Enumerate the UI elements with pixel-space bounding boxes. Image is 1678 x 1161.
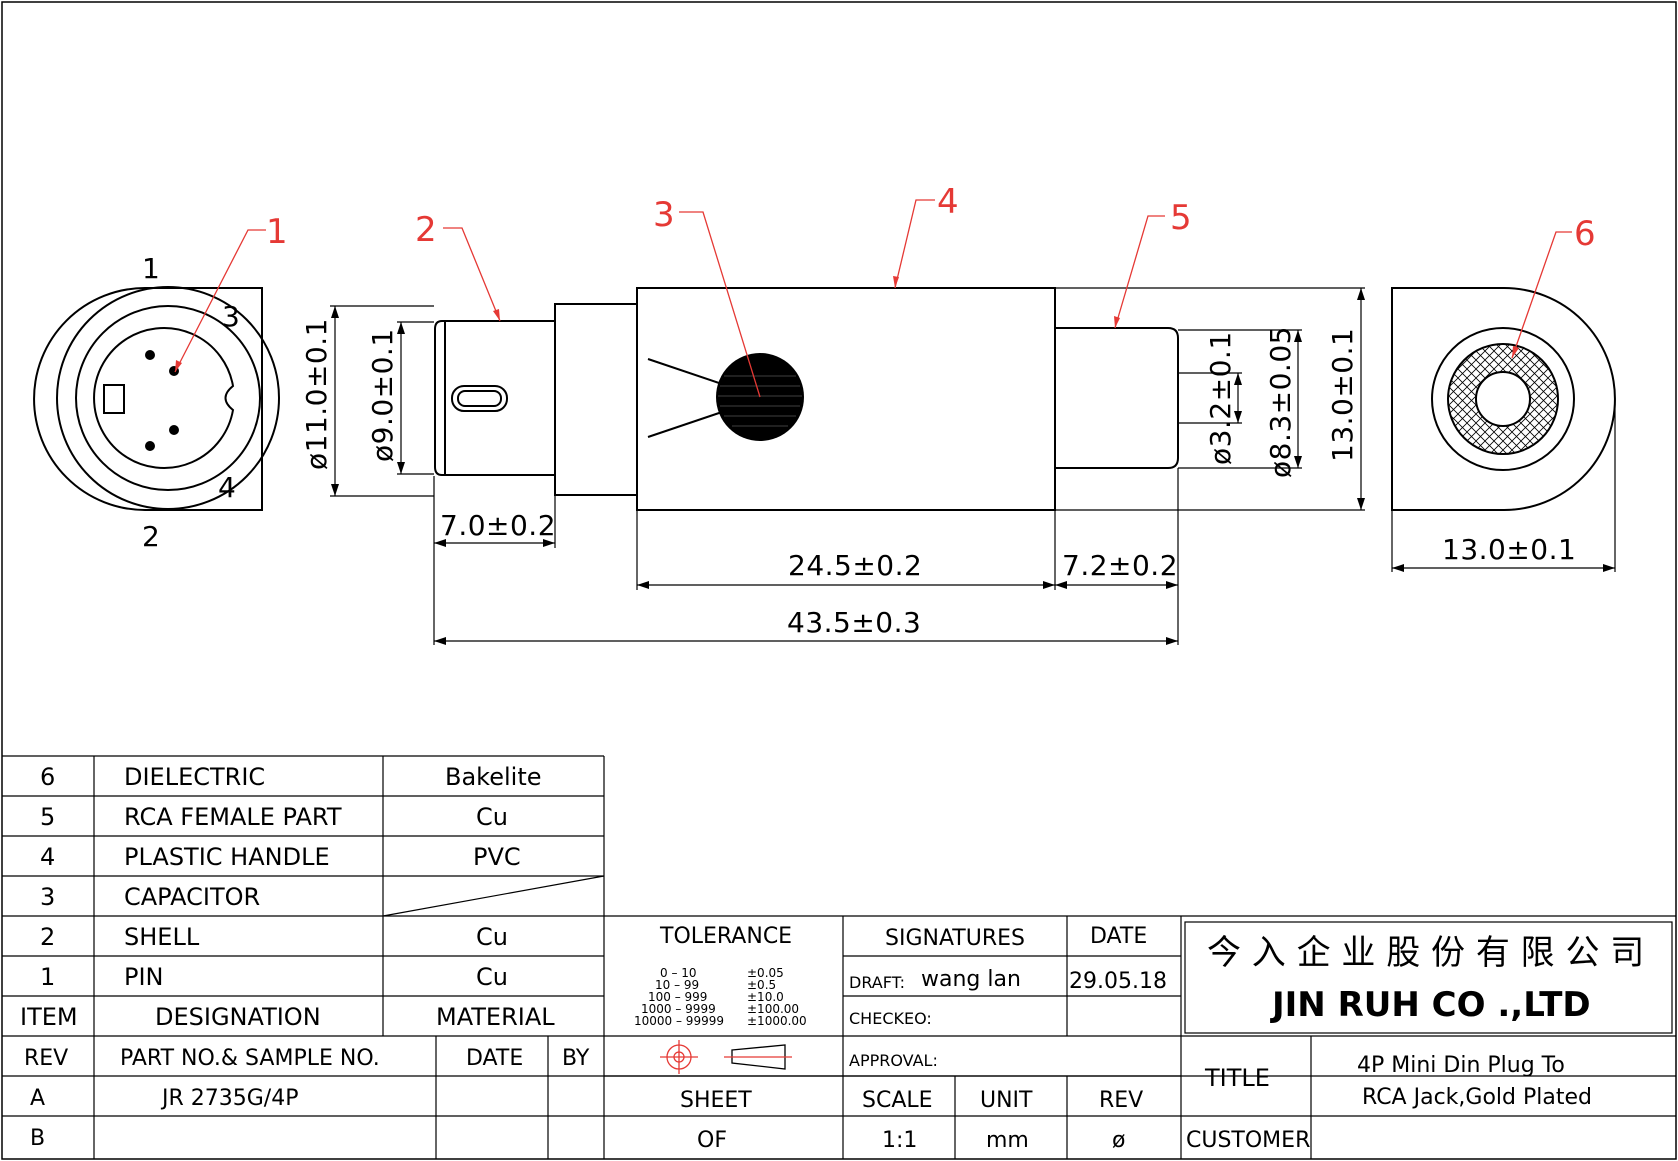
tol-range-0: 0 – 10 xyxy=(660,966,697,980)
bom-material-6: Bakelite xyxy=(445,763,542,791)
bom-item-6: 6 xyxy=(40,763,55,791)
dim-height: 13.0±0.1 xyxy=(1326,328,1359,462)
callout-4: 4 xyxy=(937,182,959,222)
rev-header-part: PART NO.& SAMPLE NO. xyxy=(120,1046,380,1071)
bom-designation-6: DIELECTRIC xyxy=(124,763,265,791)
tol-value-0: ±0.05 xyxy=(747,966,784,980)
bom-designation-2: SHELL xyxy=(124,923,200,951)
signatures-title: SIGNATURES xyxy=(885,926,1025,951)
bom-material-2: Cu xyxy=(476,923,508,951)
callout-5: 5 xyxy=(1170,198,1192,238)
pin-number-1: 1 xyxy=(142,252,160,285)
bom-designation-3: CAPACITOR xyxy=(124,883,260,911)
rev-label: REV xyxy=(1099,1088,1143,1113)
tol-range-3: 1000 – 9999 xyxy=(641,1002,716,1016)
draft-name: wang lan xyxy=(921,967,1021,992)
company-name-english: JIN RUH CO .,LTD xyxy=(1270,985,1591,1025)
pin-number-4: 4 xyxy=(218,471,236,504)
dimension-arrows xyxy=(331,288,1615,645)
projection-symbol-icon xyxy=(660,1040,792,1074)
callout-3: 3 xyxy=(653,195,675,235)
capacitor-texture xyxy=(718,375,802,427)
side-view xyxy=(434,287,1179,511)
checked-label: CHECKEO: xyxy=(849,1009,932,1028)
bom-item-1: 1 xyxy=(40,963,55,991)
bom-designation-4: PLASTIC HANDLE xyxy=(124,843,330,871)
bom-designation-1: PIN xyxy=(124,963,164,991)
bom-material-1: Cu xyxy=(476,963,508,991)
sheet-label: SHEET xyxy=(680,1088,752,1113)
company-name-chinese: 今 入 企 业 股 份 有 限 公 司 xyxy=(1207,933,1644,973)
dim-inner-diameter: ø9.0±0.1 xyxy=(366,328,399,462)
scale-label: SCALE xyxy=(862,1088,933,1113)
rev-b-label: B xyxy=(30,1126,45,1151)
date-header: DATE xyxy=(1090,924,1147,949)
bom-header-item: ITEM xyxy=(20,1003,78,1031)
draft-date: 29.05.18 xyxy=(1069,969,1167,994)
tol-range-2: 100 – 999 xyxy=(648,990,707,1004)
rev-header-rev: REV xyxy=(24,1046,68,1071)
bom-item-4: 4 xyxy=(40,843,55,871)
unit-value: mm xyxy=(986,1128,1029,1153)
bom-table-grid xyxy=(2,755,1676,1159)
title-line-2: RCA Jack,Gold Plated xyxy=(1362,1085,1592,1110)
rev-a-part: JR 2735G/4P xyxy=(160,1086,298,1111)
rev-a-label: A xyxy=(30,1086,45,1111)
bom-material-4: PVC xyxy=(473,843,521,871)
tol-value-1: ±0.5 xyxy=(747,978,776,992)
dim-end-width: 13.0±0.1 xyxy=(1442,533,1576,566)
bom-material-5: Cu xyxy=(476,803,508,831)
of-label: OF xyxy=(697,1128,727,1153)
title-label: TITLE xyxy=(1204,1064,1270,1092)
callout-1: 1 xyxy=(266,212,288,252)
customer-label: CUSTOMER xyxy=(1186,1128,1310,1153)
bom-header-designation: DESIGNATION xyxy=(155,1003,321,1031)
dim-total-length: 43.5±0.3 xyxy=(787,606,921,639)
approval-label: APPROVAL: xyxy=(849,1051,938,1070)
title-line-1: 4P Mini Din Plug To xyxy=(1357,1053,1565,1078)
bom-designation-5: RCA FEMALE PART xyxy=(124,803,342,831)
dim-outer-diameter: ø11.0±0.1 xyxy=(300,318,333,470)
draft-label: DRAFT: xyxy=(849,973,905,992)
dimension-lines xyxy=(330,287,1616,645)
callout-6: 6 xyxy=(1574,214,1596,254)
scale-value: 1:1 xyxy=(882,1128,917,1153)
rev-header-by: BY xyxy=(562,1046,590,1071)
callout-arrowheads xyxy=(175,276,1519,372)
tolerance-title: TOLERANCE xyxy=(659,924,792,949)
tol-value-3: ±100.00 xyxy=(747,1002,799,1016)
bom-item-5: 5 xyxy=(40,803,55,831)
dim-rca-length: 7.2±0.2 xyxy=(1062,549,1178,582)
dim-shell-length: 7.0±0.2 xyxy=(440,509,556,542)
front-view xyxy=(33,286,280,511)
pin-number-2: 2 xyxy=(142,520,160,553)
rev-header-date: DATE xyxy=(466,1046,523,1071)
tol-range-1: 10 – 99 xyxy=(655,978,699,992)
bom-item-2: 2 xyxy=(40,923,55,951)
dim-rca-diameter: ø8.3±0.05 xyxy=(1264,326,1297,478)
tol-range-4: 10000 – 99999 xyxy=(634,1014,724,1028)
callout-leaders xyxy=(174,199,1572,398)
callout-2: 2 xyxy=(415,210,437,250)
pin-number-3: 3 xyxy=(222,300,240,333)
rev-value: ø xyxy=(1112,1128,1125,1153)
dim-handle-length: 24.5±0.2 xyxy=(788,549,922,582)
dim-rca-pin-diameter: ø3.2±0.1 xyxy=(1204,331,1237,465)
unit-label: UNIT xyxy=(980,1088,1033,1113)
end-view xyxy=(1391,287,1616,511)
bom-item-3: 3 xyxy=(40,883,55,911)
tol-value-2: ±10.0 xyxy=(747,990,784,1004)
tol-value-4: ±1000.00 xyxy=(747,1014,807,1028)
bom-header-material: MATERIAL xyxy=(436,1003,555,1031)
